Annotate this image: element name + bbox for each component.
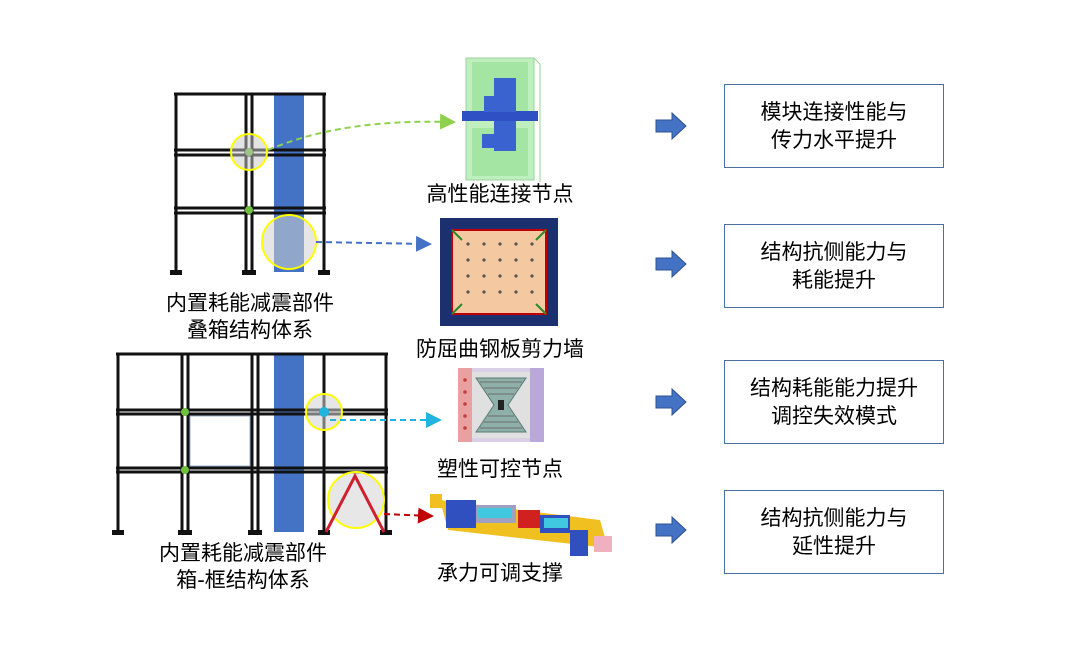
highlight-circle-shear-wall: [261, 214, 317, 270]
outcome-line2: 调控失效模式: [771, 404, 897, 428]
right-arrows: [655, 111, 687, 545]
adjustable-brace-image: [430, 494, 612, 556]
system-label-line2: 箱-框结构体系: [176, 568, 310, 592]
outcome-line2: 传力水平提升: [771, 128, 897, 152]
right-arrow-icon: [655, 111, 687, 141]
shear-wall-image: [440, 218, 558, 326]
leader-arrow-blue: [315, 235, 432, 252]
node-dot: [319, 407, 329, 417]
outcome-box-shear-wall: 结构抗侧能力与 耗能提升: [724, 224, 944, 308]
plastic-joint-image: [458, 368, 544, 442]
component-label-plastic-joint: 塑性可控节点: [437, 457, 563, 481]
outcome-line2: 延性提升: [792, 534, 876, 558]
stacked-box-frame: [170, 92, 330, 275]
core-column-lower: [274, 354, 304, 532]
outcome-line1: 结构耗能能力提升: [750, 376, 918, 400]
component-label-brace: 承力可调支撑: [437, 561, 563, 585]
component-label-shear-wall: 防屈曲钢板剪力墙: [416, 337, 584, 361]
outcome-box-brace: 结构抗侧能力与 延性提升: [724, 490, 944, 574]
leader-arrow-green: [267, 113, 456, 151]
highlight-circle-connection: [230, 133, 268, 171]
connection-node-image: [462, 57, 541, 182]
leader-arrow-red: [383, 507, 434, 524]
node-dot: [181, 408, 189, 416]
system-label-line1: 内置耗能减震部件: [166, 291, 334, 315]
chevron-brace: [324, 472, 386, 533]
system-label-box-frame: 内置耗能减震部件 箱-框结构体系: [148, 540, 338, 594]
right-arrow-icon: [655, 249, 687, 279]
outcome-line1: 模块连接性能与: [760, 100, 908, 124]
outcome-line1: 结构抗侧能力与: [760, 240, 908, 264]
node-dot: [245, 206, 253, 214]
highlight-circle-brace: [327, 471, 385, 529]
node-dot: [181, 466, 189, 474]
system-label-line2: 叠箱结构体系: [187, 318, 313, 342]
component-label-connection: 高性能连接节点: [426, 182, 574, 206]
outcome-box-connection: 模块连接性能与 传力水平提升: [724, 84, 944, 168]
right-arrow-icon: [655, 387, 687, 417]
outcome-line1: 结构抗侧能力与: [760, 506, 908, 530]
box-frame-system-frame: [112, 352, 392, 535]
outcome-box-plastic-joint: 结构耗能能力提升 调控失效模式: [724, 360, 944, 444]
outcome-line2: 耗能提升: [792, 268, 876, 292]
right-arrow-icon: [655, 515, 687, 545]
system-label-line1: 内置耗能减震部件: [159, 541, 327, 565]
system-label-stacked: 内置耗能减震部件 叠箱结构体系: [155, 290, 345, 344]
